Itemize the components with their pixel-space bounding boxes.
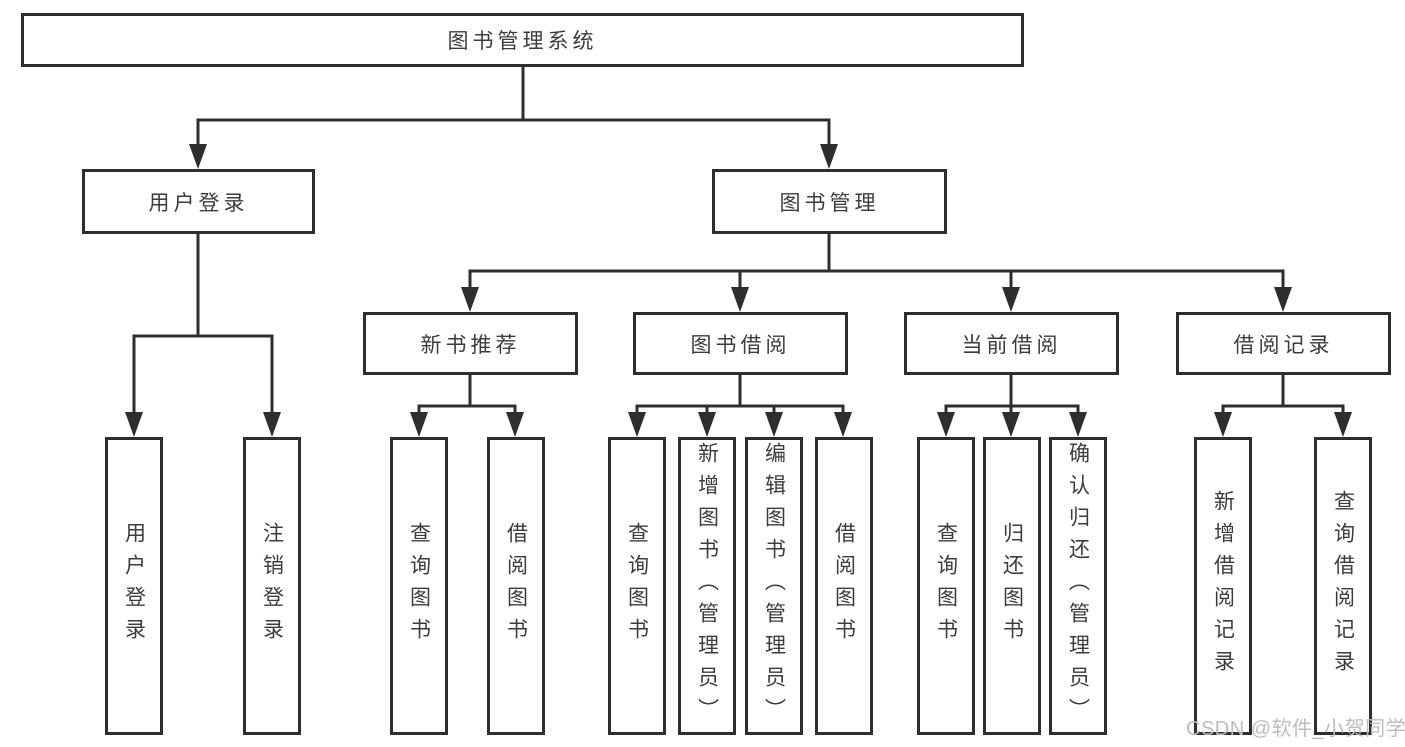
node-book-borrowing: 图书借阅 [633,312,848,375]
leaf-add-borrow-record-label: 新增借阅记录 [1211,490,1235,682]
leaf-add-borrow-record: 新增借阅记录 [1194,437,1252,735]
node-book-management-label: 图书管理 [779,191,880,215]
leaf-query-books-3-label: 查询图书 [934,522,958,650]
leaf-edit-books-admin: 编辑图书（管理员） [745,437,803,735]
node-new-book-recommend: 新书推荐 [363,312,578,375]
node-new-book-recommend-label: 新书推荐 [420,333,521,357]
root-node-library-management-system: 图书管理系统 [21,13,1024,67]
node-user-login-label: 用户登录 [148,191,249,215]
node-user-login: 用户登录 [82,169,315,234]
leaf-query-books-2: 查询图书 [608,437,666,735]
node-borrowing-records-label: 借阅记录 [1233,333,1334,357]
leaf-query-books-3: 查询图书 [917,437,975,735]
leaf-confirm-return-admin-label: 确认归还（管理员） [1066,442,1090,730]
leaf-user-login: 用户登录 [105,437,163,735]
node-book-management: 图书管理 [712,169,947,234]
leaf-query-books-1: 查询图书 [390,437,448,735]
leaf-query-borrow-record: 查询借阅记录 [1314,437,1372,735]
node-current-borrowing-label: 当前借阅 [961,333,1062,357]
leaf-add-books-admin: 新增图书（管理员） [678,437,736,735]
leaf-borrow-books-1-label: 借阅图书 [504,522,528,650]
leaf-user-login-label: 用户登录 [122,522,146,650]
leaf-borrow-books-2-label: 借阅图书 [832,522,856,650]
leaf-logout-label: 注销登录 [260,522,284,650]
leaf-edit-books-admin-label: 编辑图书（管理员） [762,442,786,730]
node-book-borrowing-label: 图书借阅 [690,333,791,357]
leaf-add-books-admin-label: 新增图书（管理员） [695,442,719,730]
node-borrowing-records: 借阅记录 [1176,312,1391,375]
leaf-borrow-books-2: 借阅图书 [815,437,873,735]
leaf-return-books: 归还图书 [983,437,1041,735]
leaf-query-books-2-label: 查询图书 [625,522,649,650]
csdn-watermark: CSDN @软件_小贺同学 [1186,718,1405,740]
root-node-label: 图书管理系统 [447,30,598,53]
leaf-confirm-return-admin: 确认归还（管理员） [1049,437,1107,735]
node-current-borrowing: 当前借阅 [904,312,1119,375]
leaf-query-books-1-label: 查询图书 [407,522,431,650]
leaf-logout: 注销登录 [243,437,301,735]
leaf-query-borrow-record-label: 查询借阅记录 [1331,490,1355,682]
leaf-borrow-books-1: 借阅图书 [487,437,545,735]
leaf-return-books-label: 归还图书 [1000,522,1024,650]
